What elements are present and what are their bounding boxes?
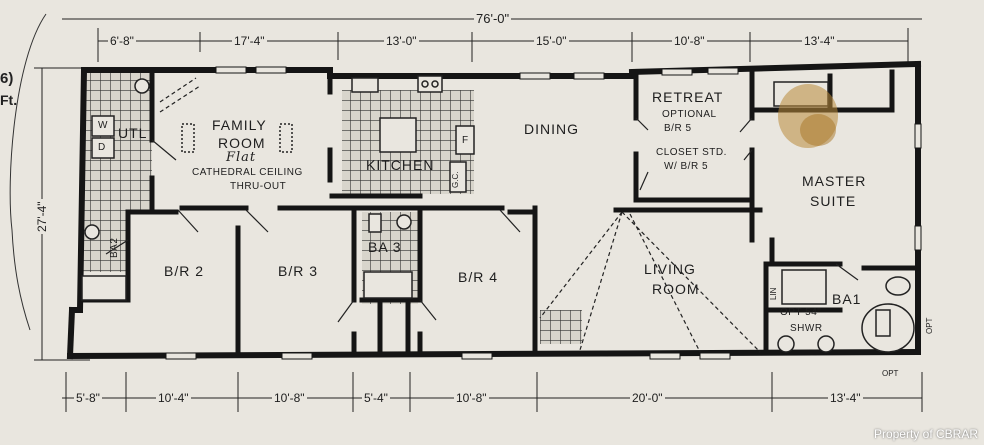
bedroom-3-label: B/R 3 bbox=[278, 263, 319, 279]
top-dim-6: 13'-4" bbox=[802, 34, 837, 48]
top-dim-2: 17'-4" bbox=[232, 34, 267, 48]
overall-depth-dim: 27'-4" bbox=[35, 199, 49, 234]
fixtures bbox=[81, 75, 915, 353]
linen-label: LIN bbox=[769, 287, 778, 300]
top-dim-5: 10'-8" bbox=[672, 34, 707, 48]
ceiling-dashed-lines bbox=[159, 77, 761, 353]
utility-label: UTL bbox=[118, 125, 148, 141]
family-flat-note: Flat bbox=[226, 150, 257, 165]
top-dim-1: 6'-8" bbox=[108, 34, 136, 48]
window-markers bbox=[165, 66, 922, 360]
bedroom-2-label: B/R 2 bbox=[164, 263, 205, 279]
bottom-dimension-lines bbox=[62, 372, 923, 412]
edge-text-mid: Ft. bbox=[0, 92, 18, 108]
watermark: Property of CBRAR bbox=[873, 427, 978, 441]
retreat-optional-1: OPTIONAL bbox=[662, 109, 717, 120]
bath-2-label: BA2 bbox=[109, 237, 120, 258]
family-room-fixtures bbox=[181, 123, 293, 153]
retreat-optional-2: B/R 5 bbox=[664, 123, 692, 134]
opt-tag-side: OPT bbox=[925, 317, 934, 334]
water-stain bbox=[778, 84, 838, 148]
door-swings bbox=[105, 117, 859, 323]
family-ceiling-note-2: THRU-OUT bbox=[230, 181, 287, 192]
living-room-label-2: ROOM bbox=[652, 281, 700, 297]
living-room-label-1: LIVING bbox=[644, 261, 696, 277]
retreat-label: RETREAT bbox=[652, 89, 724, 105]
retreat-closet-1: CLOSET STD. bbox=[656, 147, 727, 158]
master-suite-label-1: MASTER bbox=[802, 173, 867, 189]
bottom-dim-6: 20'-0" bbox=[630, 391, 665, 405]
bath-3-label: BA 3 bbox=[368, 239, 402, 255]
family-room-label-1: FAMILY bbox=[212, 117, 267, 133]
fridge-label: F bbox=[462, 135, 469, 146]
hand-drawn-curve bbox=[9, 13, 47, 331]
master-suite-label-2: SUITE bbox=[810, 193, 857, 209]
bedroom-4-label: B/R 4 bbox=[458, 269, 499, 285]
family-ceiling-note-1: CATHEDRAL CEILING bbox=[192, 167, 303, 178]
top-dim-3: 13'-0" bbox=[384, 34, 419, 48]
garbage-compactor-label: G.C. bbox=[451, 171, 460, 188]
opt-tag-bottom: OPT bbox=[882, 369, 899, 378]
dining-label: DINING bbox=[524, 121, 579, 137]
bath-1-opt-2: SHWR bbox=[790, 323, 823, 334]
bottom-dim-3: 10'-8" bbox=[272, 391, 307, 405]
overall-width-dim: 76'-0" bbox=[474, 11, 512, 26]
dryer-label: D bbox=[98, 142, 106, 153]
bottom-dim-1: 5'-8" bbox=[74, 391, 102, 405]
kitchen-label: KITCHEN bbox=[366, 157, 435, 173]
edge-text-top: 6) bbox=[0, 70, 14, 87]
bottom-dim-5: 10'-8" bbox=[454, 391, 489, 405]
bath-1-label: BA1 bbox=[832, 291, 862, 307]
family-room-label-2: ROOM bbox=[218, 135, 266, 151]
bottom-dim-2: 10'-4" bbox=[156, 391, 191, 405]
top-dim-4: 15'-0" bbox=[534, 34, 569, 48]
bath-1-opt-1: OPT 54" bbox=[780, 307, 822, 318]
bottom-dim-4: 5'-4" bbox=[362, 391, 390, 405]
retreat-closet-2: W/ B/R 5 bbox=[664, 161, 709, 172]
washer-label: W bbox=[98, 120, 108, 131]
bottom-dim-7: 13'-4" bbox=[828, 391, 863, 405]
